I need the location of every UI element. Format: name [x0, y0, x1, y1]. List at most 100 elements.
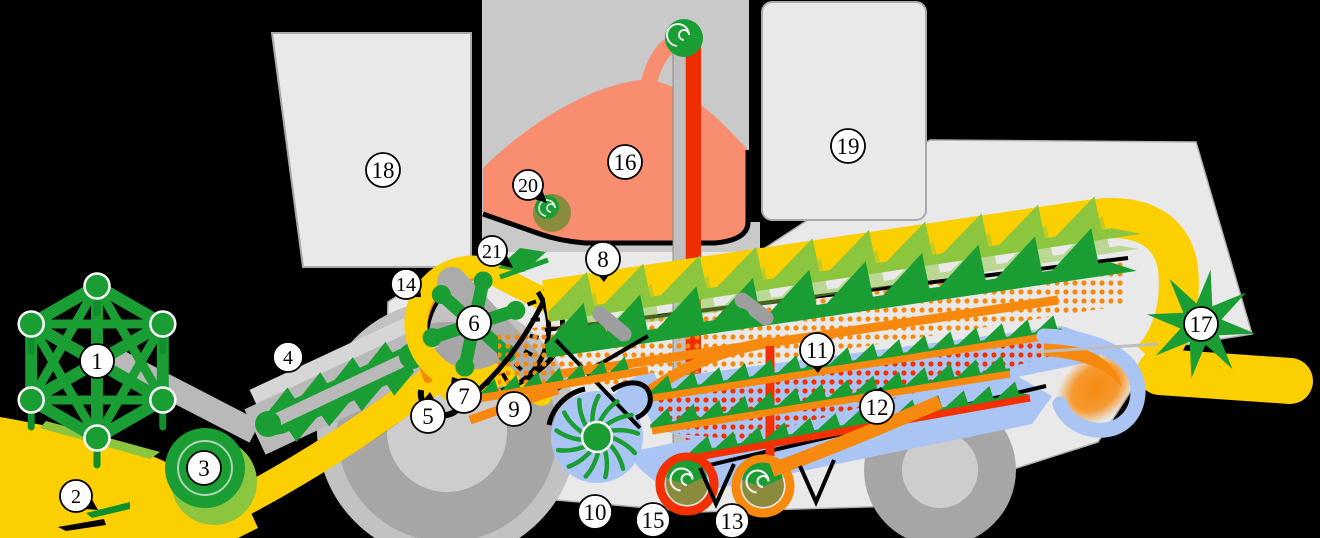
label-number: 4: [283, 347, 293, 369]
label-circle: [496, 391, 532, 427]
chain-bottom: [266, 363, 414, 437]
straw-walkers: [545, 196, 1142, 358]
rear-wheel-hub: [902, 432, 978, 508]
shoe-hanger-1: [554, 338, 642, 430]
sieves: [457, 315, 1063, 462]
fan-lip-outline: [546, 386, 586, 426]
reel-tine-hub: [17, 386, 45, 414]
label-number: 19: [837, 134, 860, 159]
straw-mat-flow: [542, 198, 1199, 374]
walker-row-lower: [545, 228, 1137, 358]
drum-paddle: [473, 271, 493, 291]
label-pointer: [496, 253, 513, 268]
label-16: 16: [607, 144, 643, 180]
label-circle: [1183, 306, 1219, 342]
label-number: 16: [614, 150, 637, 175]
reel-tine-hub: [149, 386, 177, 414]
label-circle: [410, 398, 446, 434]
lower-sieve: [650, 355, 1011, 428]
label-circle: [607, 144, 643, 180]
label-number: 7: [458, 384, 470, 409]
label-number: 8: [597, 247, 609, 272]
drum-paddle: [506, 300, 526, 320]
label-number: 15: [642, 508, 665, 533]
panel-19: [761, 1, 927, 221]
label-circle: [476, 235, 508, 267]
platform-auger-ring: [177, 440, 233, 496]
label-number: 1: [91, 349, 103, 374]
reel-brace: [23, 277, 171, 405]
label-circle: [585, 241, 621, 277]
label-number: 10: [584, 500, 607, 525]
label-circle: [830, 128, 866, 164]
label-circle: [799, 332, 835, 368]
label-9: 9: [496, 391, 532, 427]
label-number: 18: [372, 158, 395, 183]
label-circle: [714, 503, 750, 538]
reel: [17, 272, 177, 469]
label-number: 11: [806, 338, 828, 363]
upper-sieve: [650, 315, 1063, 395]
label-circle: [577, 494, 613, 530]
label-circle: [859, 389, 895, 425]
clean-grain-auger-housing: [655, 452, 719, 516]
label-8: 8: [585, 241, 621, 282]
feeder-chain-conveyor: [255, 341, 425, 442]
label-number: 5: [422, 404, 434, 429]
label-number: 20: [518, 175, 538, 197]
walker-crank-wheel-2: [730, 308, 750, 328]
cutter-knife: [86, 502, 130, 518]
walker-crank-1: [592, 306, 632, 342]
elevator-head-spiral: [666, 23, 690, 47]
conveyor-spikes-bottom: [268, 368, 414, 442]
label-circle: [456, 305, 492, 341]
body-bottom-rail: [1034, 342, 1159, 354]
tailings-auger-housing: [731, 454, 795, 518]
clean-grain-spiral: [669, 467, 694, 492]
label-number: 12: [866, 395, 889, 420]
upper-sieve-rail: [651, 330, 1063, 402]
label-circle: [512, 169, 544, 201]
label-circle: [365, 152, 401, 188]
elevator-head-auger: [665, 19, 703, 57]
grain-tank-outline: [482, 150, 751, 246]
label-17: 17: [1183, 306, 1219, 342]
label-number: 3: [198, 456, 210, 481]
chaff-spray-solid: [1044, 342, 1122, 388]
label-4: 4: [272, 341, 304, 373]
tailings-chute: [769, 395, 943, 477]
lower-sieve-rail: [651, 370, 1011, 435]
label-15: 15: [635, 502, 671, 538]
fan-scroll-outline: [610, 380, 653, 421]
label-1: 1: [79, 343, 115, 379]
label-14: 14: [390, 268, 422, 300]
fan-blade: [602, 445, 610, 480]
label-12: 12: [859, 387, 895, 425]
label-5: 5: [410, 392, 446, 434]
cleaning-fan: [554, 393, 641, 480]
reel-tine-hub: [149, 310, 177, 338]
label-2: 2: [59, 479, 98, 513]
label-number: 9: [508, 397, 520, 422]
tailings-spiral: [745, 469, 770, 494]
label-18: 18: [365, 152, 401, 188]
reel-tine-hub: [83, 272, 111, 300]
walker-row-mid: [556, 215, 1139, 336]
label-21: 21: [476, 235, 513, 268]
label-13: 13: [714, 503, 750, 538]
walker-crank-wheel-1: [585, 323, 607, 345]
cleaning-shoe: [457, 295, 1100, 518]
label-3: 3: [186, 450, 222, 486]
compartment-wall-left: [469, 0, 482, 262]
walker-crank-2: [734, 292, 774, 326]
frame-strut-1: [698, 463, 736, 509]
clean-grain-auger-flight: [666, 460, 707, 485]
fan-hub: [580, 420, 614, 454]
drum-paddle: [422, 328, 442, 348]
drum-paddle: [431, 285, 451, 305]
concave-tooth: [526, 299, 537, 307]
tank-unload-spiral: [538, 199, 556, 217]
